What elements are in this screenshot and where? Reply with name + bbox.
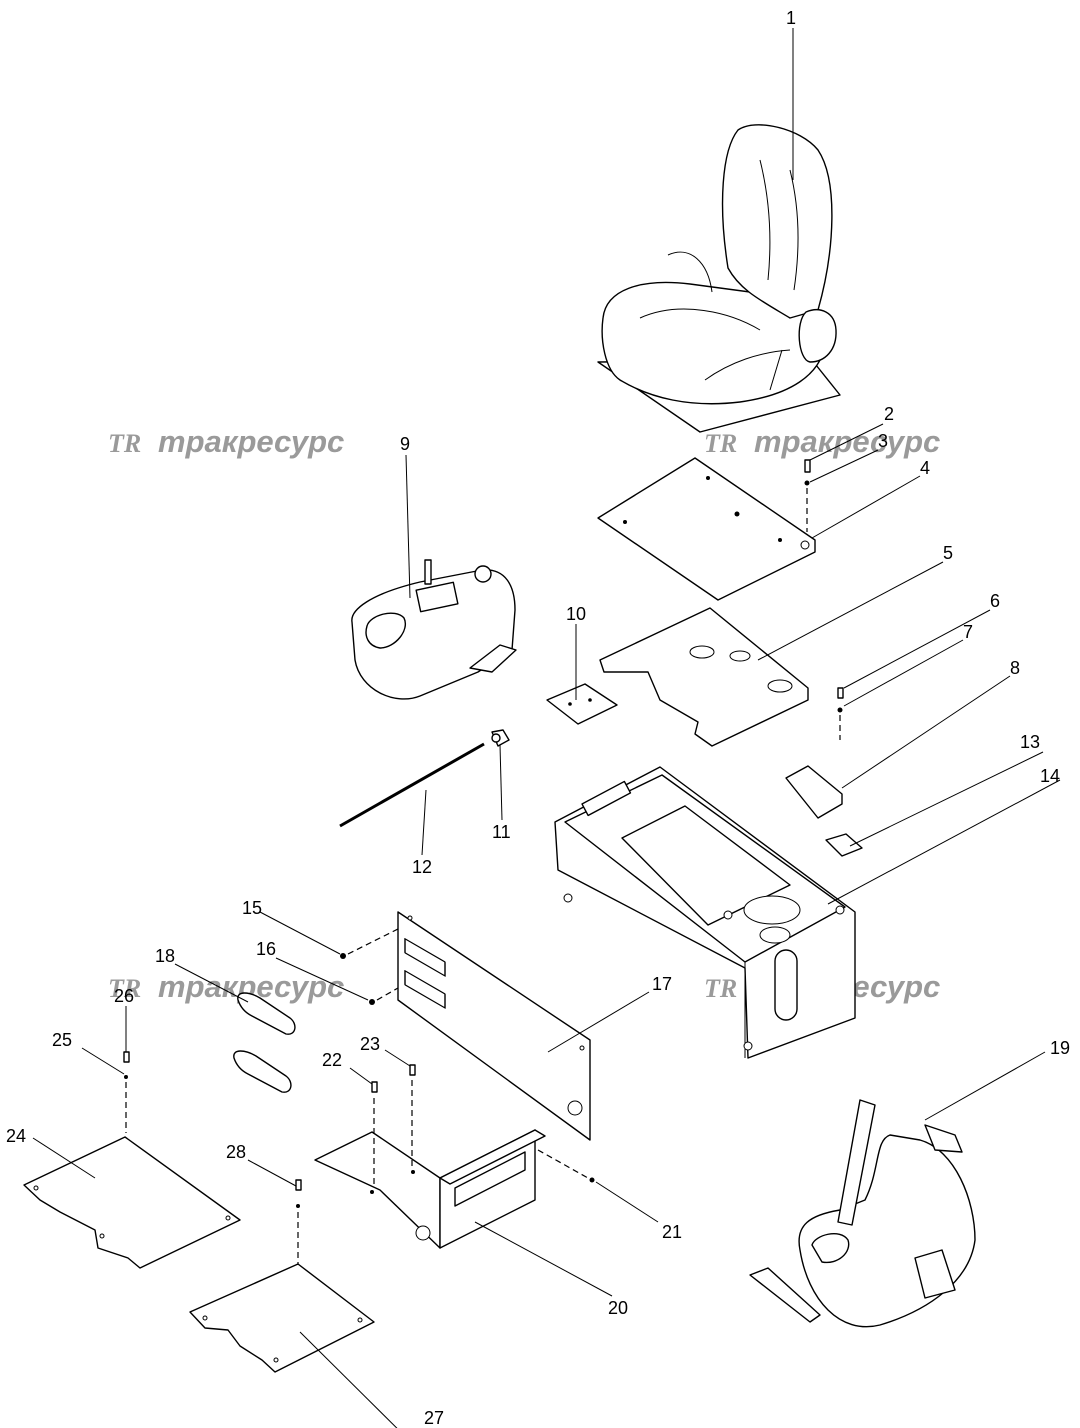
- callout-21: 21: [662, 1222, 682, 1242]
- cable-12: [339, 742, 485, 828]
- callout-9: 9: [400, 434, 410, 454]
- callout-14: 14: [1040, 766, 1060, 786]
- cover-plate: [546, 683, 618, 725]
- control-tower: [749, 1099, 976, 1328]
- callout-6: 6: [990, 591, 1000, 611]
- watermark-3: TR тракресурс: [108, 969, 344, 1004]
- callout-18: 18: [155, 946, 175, 966]
- bolt-23: [409, 1064, 416, 1170]
- callout-28: 28: [226, 1142, 246, 1162]
- callout-16: 16: [256, 939, 276, 959]
- callout-23: 23: [360, 1034, 380, 1054]
- screw-28: [295, 1179, 302, 1264]
- callout-20: 20: [608, 1298, 628, 1318]
- seat-mounting-plate: [597, 457, 816, 601]
- lower-bracket: [314, 1129, 546, 1249]
- handle-18-upper: [237, 992, 296, 1035]
- screw-6: [837, 687, 844, 740]
- callout-15: 15: [242, 898, 262, 918]
- seat-support-frame: [554, 766, 856, 1059]
- watermark-logo: TR: [108, 974, 141, 1003]
- callout-4: 4: [920, 458, 930, 478]
- callout-2: 2: [884, 404, 894, 424]
- watermark-logo: TR: [704, 429, 737, 458]
- screw-2: [804, 459, 811, 532]
- watermark-logo: TR: [108, 429, 141, 458]
- nut-15: [340, 927, 401, 959]
- callout-8: 8: [1010, 658, 1020, 678]
- callout-25: 25: [52, 1030, 72, 1050]
- callout-19: 19: [1050, 1038, 1070, 1058]
- watermark-logo: TR: [704, 974, 737, 1003]
- callout-7: 7: [963, 622, 973, 642]
- operator-seat: [597, 124, 841, 433]
- bolt-22: [371, 1081, 378, 1188]
- callouts: 1 2 3 4 5 6 7 8 9 10 11 12 13 14 15 16 1…: [6, 8, 1070, 1428]
- floor-plate-left: [23, 1136, 241, 1269]
- callout-11: 11: [492, 822, 511, 842]
- callout-27: 27: [424, 1408, 444, 1428]
- callout-13: 13: [1020, 732, 1040, 752]
- small-pad: [825, 833, 863, 857]
- callout-17: 17: [652, 974, 672, 994]
- callout-1: 1: [786, 8, 796, 28]
- leader-lines: [32, 28, 1061, 1428]
- nut-16: [369, 987, 399, 1005]
- callout-26: 26: [114, 986, 134, 1006]
- armrest-control-console: [351, 559, 517, 700]
- callout-5: 5: [943, 543, 953, 563]
- watermark-1: TR тракресурс: [108, 424, 344, 459]
- callout-3: 3: [878, 431, 888, 451]
- callout-22: 22: [322, 1050, 342, 1070]
- seat-base-plate: [599, 607, 809, 747]
- callout-10: 10: [566, 604, 586, 624]
- watermark-text: тракресурс: [158, 424, 344, 459]
- handle-18-lower: [233, 1050, 292, 1093]
- screw-21: [537, 1149, 595, 1183]
- small-bracket: [785, 765, 843, 819]
- floor-plate-right: [189, 1263, 375, 1373]
- callout-24: 24: [6, 1126, 26, 1146]
- screw-25: [123, 1051, 130, 1133]
- callout-12: 12: [412, 857, 432, 877]
- connector-11: [491, 729, 510, 747]
- side-panel: [397, 911, 591, 1141]
